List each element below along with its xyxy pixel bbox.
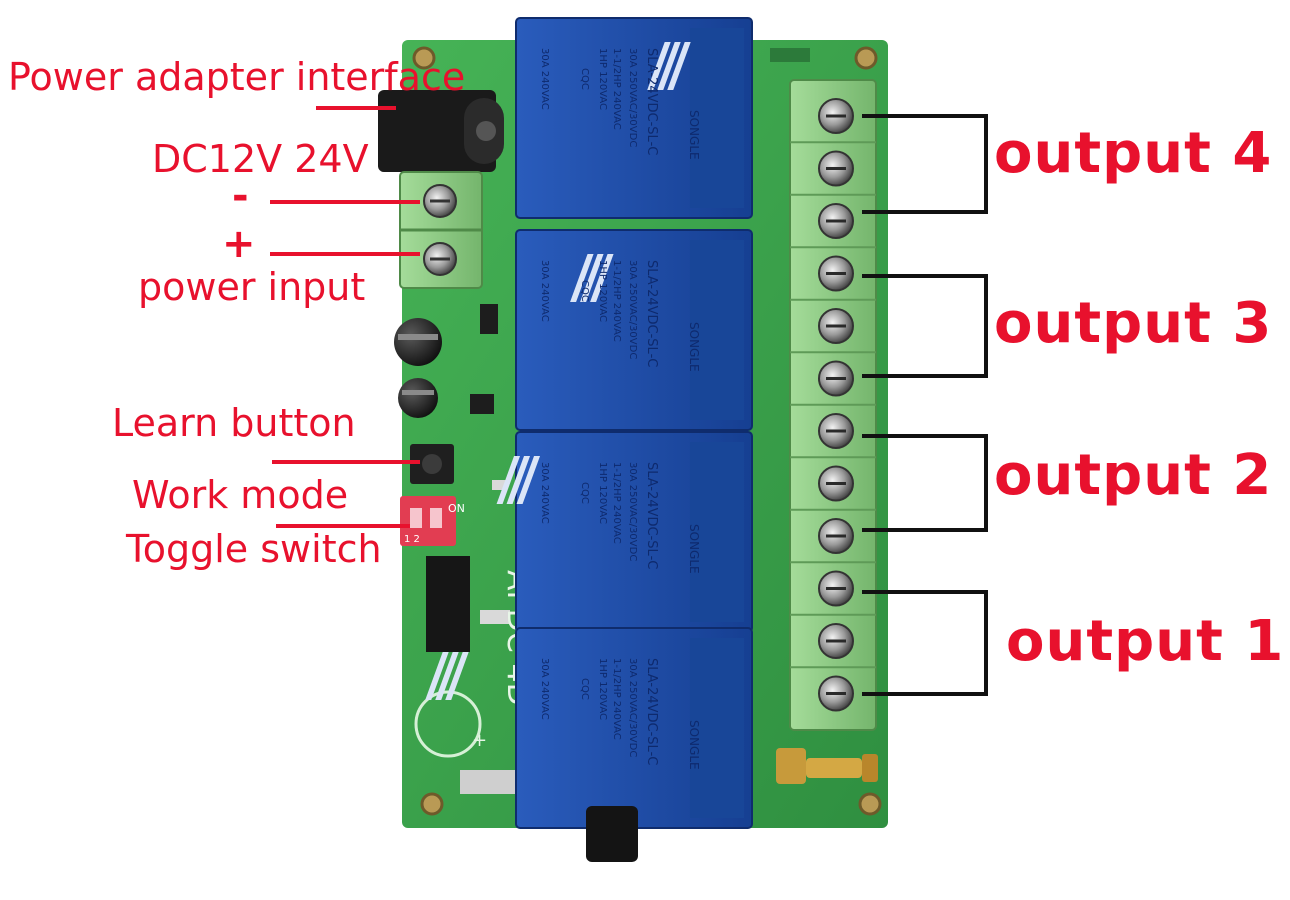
relay-print-text: 1HP 120VAC [597,658,608,720]
songle-logo-stripe [647,42,671,90]
power-input-terminal [399,171,483,289]
relay-step [690,28,744,208]
songle-logo-stripe [516,456,541,504]
relay-print-text: SLA-24VDC-SL-C [644,260,659,367]
output-2-label: output 2 [994,443,1273,508]
power-input-label: power input [138,265,366,309]
dip-switch-part: ON 1 2 [400,496,465,546]
relays: SLA-24VDC-SL-C 30A 250VAC/30VDC 1-1/2HP 24… [425,17,753,829]
relay-brand-text: SONGLE [687,524,701,574]
capacitors [394,318,442,418]
relay-cert-text: CQC [579,68,590,90]
relay-step [690,442,744,622]
relay-3: SLA-24VDC-SL-C 30A 250VAC/30VDC 1-1/2HP 24… [515,229,753,431]
output-3-label: output 3 [994,291,1273,356]
relay-print-text: 1HP 120VAC [597,260,608,322]
dip-number-text: 1 2 [404,534,420,545]
learn-button-part [410,444,454,484]
plus-label: + [222,221,256,267]
songle-logo-stripe [580,254,604,302]
toggle-switch-label: Toggle switch [126,527,382,571]
songle-logo-stripe [425,652,449,700]
relay-print-text: 30A 240VAC [539,260,550,322]
songle-logo-stripe [570,254,594,302]
relay-2: SLA-24VDC-SL-C 30A 250VAC/30VDC 1-1/2HP 24… [496,431,753,633]
bracket-output-3 [862,274,988,378]
relay-print-text: SLA-24VDC-SL-C [644,658,659,765]
relay-print-text: 1HP 120VAC [597,462,608,524]
learn-button-label: Learn button [112,401,356,445]
relay-1: SLA-24VDC-SL-C 30A 250VAC/30VDC 1-1/2HP 24… [425,627,753,829]
songle-logo-stripe [590,254,614,302]
relay-brand-text: SONGLE [687,322,701,372]
relay-print-text: 30A 240VAC [539,462,550,524]
antenna-coil [586,806,638,862]
bracket-output-1 [862,590,988,696]
minus-label: - [232,173,249,219]
relay-cert-text: CQC [579,280,590,302]
power-adapter-interface-label: Power adapter interface [8,55,466,99]
output-4-label: output 4 [994,121,1273,186]
svg-text:+: + [472,730,487,751]
relay-print-text: SLA-24VDC-SL-C [644,48,659,155]
bracket-output-2 [862,434,988,532]
relay-print-text: 1HP 120VAC [597,48,608,110]
output-1-label: output 1 [1006,609,1285,674]
ic-chip [426,556,470,652]
pointer-lines [270,106,420,528]
relay-print-text: 30A 240VAC [539,48,550,110]
relay-print-text: 1-1/2HP 240VAC [611,658,622,740]
relay-print-text: 30A 250VAC/30VDC [627,260,638,359]
relay-print-text: 30A 240VAC [539,658,550,720]
songle-logo-stripe [445,652,469,700]
antenna-connector [776,748,878,784]
relay-print-text: 1-1/2HP 240VAC [611,260,622,342]
songle-logo-stripe [667,42,691,90]
songle-logo-stripe [435,652,459,700]
songle-logo-stripe [657,42,681,90]
relay-step [690,240,744,420]
songle-logo-stripe [506,456,531,504]
relay-brand-text: SONGLE [687,720,701,770]
songle-logo-stripe [496,456,521,504]
dc-voltage-label: DC12V 24V [152,137,369,181]
output-terminal-strip [789,79,877,731]
dip-on-text: ON [448,502,465,515]
work-mode-label: Work mode [132,473,349,517]
relay-print-text: 1-1/2HP 240VAC [611,48,622,130]
relay-print-text: 30A 250VAC/30VDC [627,48,638,147]
relay-step [690,638,744,818]
relay-brand-text: SONGLE [687,110,701,160]
relay-print-text: 1-1/2HP 240VAC [611,462,622,544]
relay-cert-text: CQC [579,678,590,700]
relay-print-text: 30A 250VAC/30VDC [627,462,638,561]
output-brackets [862,114,988,696]
relay-print-text: SLA-24VDC-SL-C [644,462,659,569]
relay-print-text: 30A 250VAC/30VDC [627,658,638,757]
dc-power-jack [378,90,504,172]
relay-cert-text: CQC [579,482,590,504]
relay-4: SLA-24VDC-SL-C 30A 250VAC/30VDC 1-1/2HP 24… [515,17,753,219]
bracket-output-4 [862,114,988,214]
